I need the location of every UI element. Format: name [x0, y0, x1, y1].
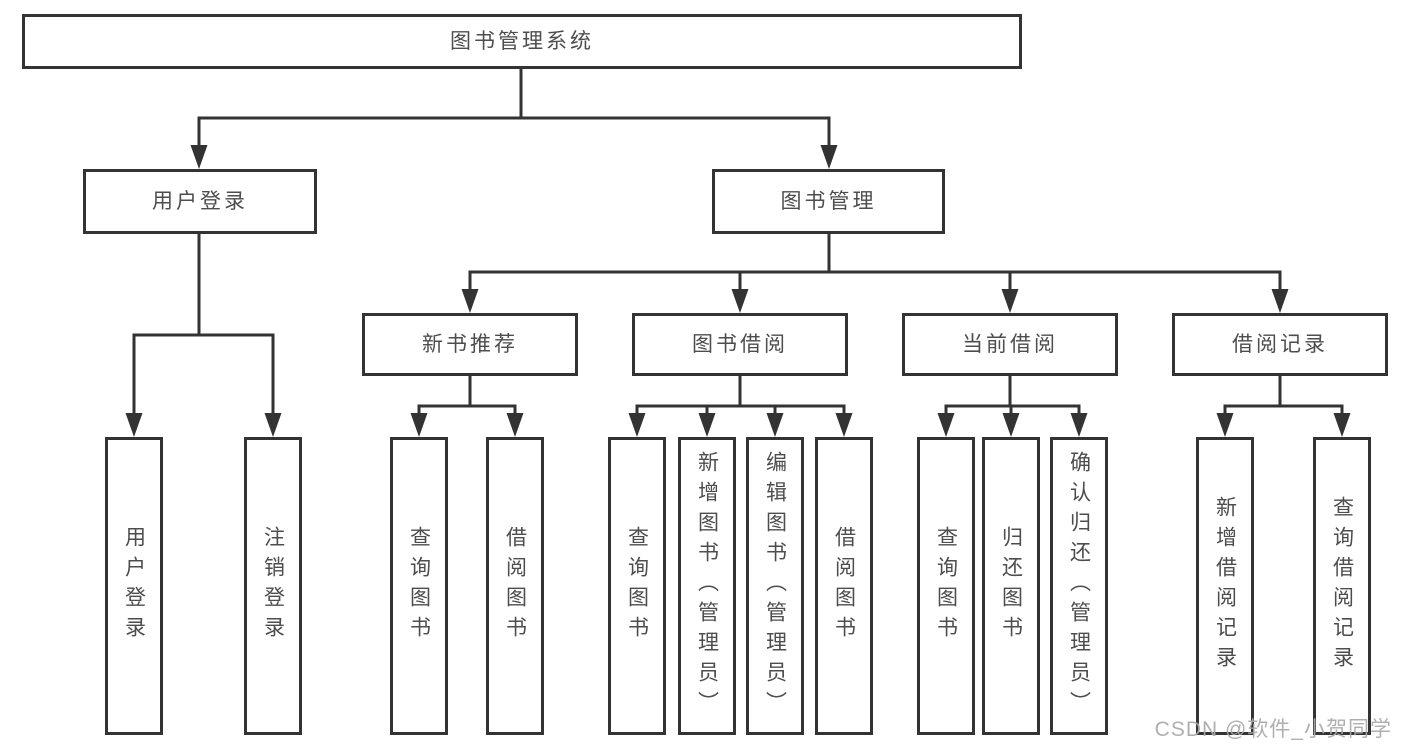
node-label: 查询借阅记录 [1330, 496, 1354, 676]
node-label: 新增借阅记录 [1213, 496, 1237, 676]
arrowhead-icon [1216, 413, 1234, 437]
connector-root-split [197, 69, 831, 147]
node-label: 确认归还（管理员） [1067, 451, 1091, 721]
arrowhead-icon [820, 145, 838, 169]
node-label: 归还图书 [999, 526, 1023, 646]
node-label: 查询图书 [407, 526, 431, 646]
arrowhead-icon [835, 413, 853, 437]
connector-books-split [468, 234, 1282, 291]
arrowhead-icon [1002, 413, 1020, 437]
node-label: 借阅图书 [503, 526, 527, 646]
leaf-query-books-current: 查询图书 [917, 437, 975, 735]
arrowhead-icon [698, 413, 716, 437]
arrowhead-icon [190, 145, 208, 169]
node-label: 图书管理 [780, 190, 877, 213]
arrowhead-icon [1333, 413, 1351, 437]
node-label: 注销登录 [261, 526, 285, 646]
leaf-edit-book-admin: 编辑图书（管理员） [746, 437, 804, 735]
leaf-confirm-return-admin: 确认归还（管理员） [1050, 437, 1108, 735]
node-label: 编辑图书（管理员） [763, 451, 787, 721]
leaf-borrow-books: 借阅图书 [815, 437, 873, 735]
leaf-query-books-recommend: 查询图书 [390, 437, 448, 735]
node-label: 用户登录 [122, 526, 146, 646]
node-label: 图书管理系统 [450, 30, 594, 53]
connector-sec4-split [1223, 376, 1344, 415]
leaf-user-login: 用户登录 [105, 437, 163, 735]
node-label: 新书推荐 [422, 333, 518, 356]
leaf-query-borrow-record: 查询借阅记录 [1313, 437, 1371, 735]
node-label: 图书借阅 [692, 333, 788, 356]
arrowhead-icon [1271, 289, 1289, 313]
connector-user-split [132, 234, 275, 415]
node-label: 用户登录 [152, 190, 248, 213]
node-label: 查询图书 [934, 526, 958, 646]
arrowhead-icon [1001, 289, 1019, 313]
connector-sec2-split [635, 376, 846, 415]
arrowhead-icon [506, 413, 524, 437]
node-user-login: 用户登录 [83, 169, 317, 234]
node-label: 借阅图书 [832, 526, 856, 646]
connector-sec1-split [417, 376, 517, 415]
node-borrow-records: 借阅记录 [1172, 313, 1388, 376]
node-book-borrow: 图书借阅 [632, 313, 848, 376]
arrowhead-icon [125, 413, 143, 437]
connector-sec3-split [944, 376, 1081, 415]
arrowhead-icon [1070, 413, 1088, 437]
arrowhead-icon [264, 413, 282, 437]
node-new-book-recommend: 新书推荐 [362, 313, 578, 376]
arrowhead-icon [766, 413, 784, 437]
arrowhead-icon [461, 289, 479, 313]
leaf-borrow-books-recommend: 借阅图书 [486, 437, 544, 735]
arrowhead-icon [628, 413, 646, 437]
node-current-borrow: 当前借阅 [902, 313, 1118, 376]
node-label: 借阅记录 [1232, 333, 1328, 356]
node-label: 新增图书（管理员） [695, 451, 719, 721]
node-library-system: 图书管理系统 [22, 14, 1022, 69]
leaf-query-books-borrow: 查询图书 [608, 437, 666, 735]
arrowhead-icon [410, 413, 428, 437]
node-label: 查询图书 [625, 526, 649, 646]
leaf-add-book-admin: 新增图书（管理员） [678, 437, 736, 735]
leaf-add-borrow-record: 新增借阅记录 [1196, 437, 1254, 735]
node-book-management: 图书管理 [712, 169, 945, 234]
leaf-return-book: 归还图书 [982, 437, 1040, 735]
arrowhead-icon [937, 413, 955, 437]
arrowhead-icon [731, 289, 749, 313]
node-label: 当前借阅 [962, 333, 1058, 356]
leaf-logout: 注销登录 [244, 437, 302, 735]
csdn-watermark: CSDN @软件_小贺同学 [1154, 718, 1392, 741]
